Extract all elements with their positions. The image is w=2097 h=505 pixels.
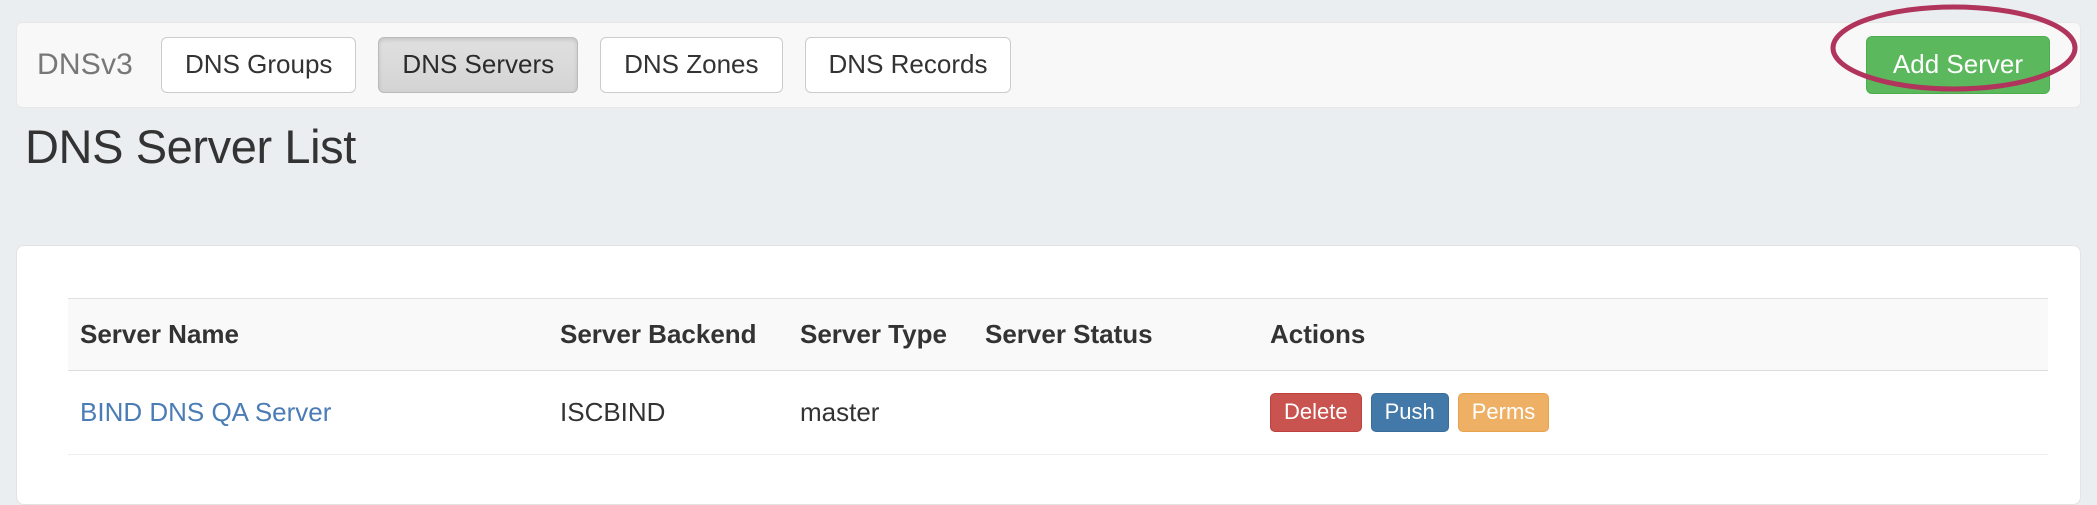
server-name-link[interactable]: BIND DNS QA Server: [80, 397, 332, 428]
column-header-server-name: Server Name: [68, 298, 548, 371]
page-title: DNS Server List: [25, 120, 356, 173]
cell-server-backend: ISCBIND: [548, 370, 788, 456]
row-action-buttons: Delete Push Perms: [1270, 393, 2048, 433]
column-header-actions: Actions: [1258, 298, 2048, 371]
push-button[interactable]: Push: [1370, 393, 1449, 433]
tab-dns-zones[interactable]: DNS Zones: [600, 36, 783, 94]
primary-nav-tabs: DNS Groups DNS Servers DNS Zones DNS Rec…: [161, 36, 1012, 94]
server-list-card: Server Name Server Backend Server Type S…: [16, 245, 2081, 505]
cell-actions: Delete Push Perms: [1258, 370, 2048, 456]
main-navbar: DNSv3 DNS Groups DNS Servers DNS Zones D…: [16, 22, 2081, 108]
column-header-server-status: Server Status: [973, 298, 1258, 371]
table-header-row: Server Name Server Backend Server Type S…: [68, 298, 2048, 371]
dns-server-table: Server Name Server Backend Server Type S…: [68, 298, 2048, 456]
tab-dns-groups[interactable]: DNS Groups: [161, 36, 357, 94]
table-header: Server Name Server Backend Server Type S…: [68, 298, 2048, 371]
add-server-button[interactable]: Add Server: [1865, 35, 2050, 95]
table-body: BIND DNS QA Server ISCBIND master Delete…: [68, 370, 2048, 456]
perms-button[interactable]: Perms: [1457, 393, 1550, 433]
brand-logo[interactable]: DNSv3: [37, 48, 134, 81]
cell-server-name: BIND DNS QA Server: [68, 370, 548, 456]
column-header-server-backend: Server Backend: [548, 298, 788, 371]
cell-server-status: [973, 370, 1258, 456]
navbar-actions: Add Server: [1865, 35, 2060, 95]
cell-server-type: master: [788, 370, 973, 456]
delete-button[interactable]: Delete: [1270, 393, 1362, 433]
table-row: BIND DNS QA Server ISCBIND master Delete…: [68, 370, 2048, 456]
tab-dns-records[interactable]: DNS Records: [804, 36, 1012, 94]
column-header-server-type: Server Type: [788, 298, 973, 371]
tab-dns-servers[interactable]: DNS Servers: [378, 36, 579, 94]
